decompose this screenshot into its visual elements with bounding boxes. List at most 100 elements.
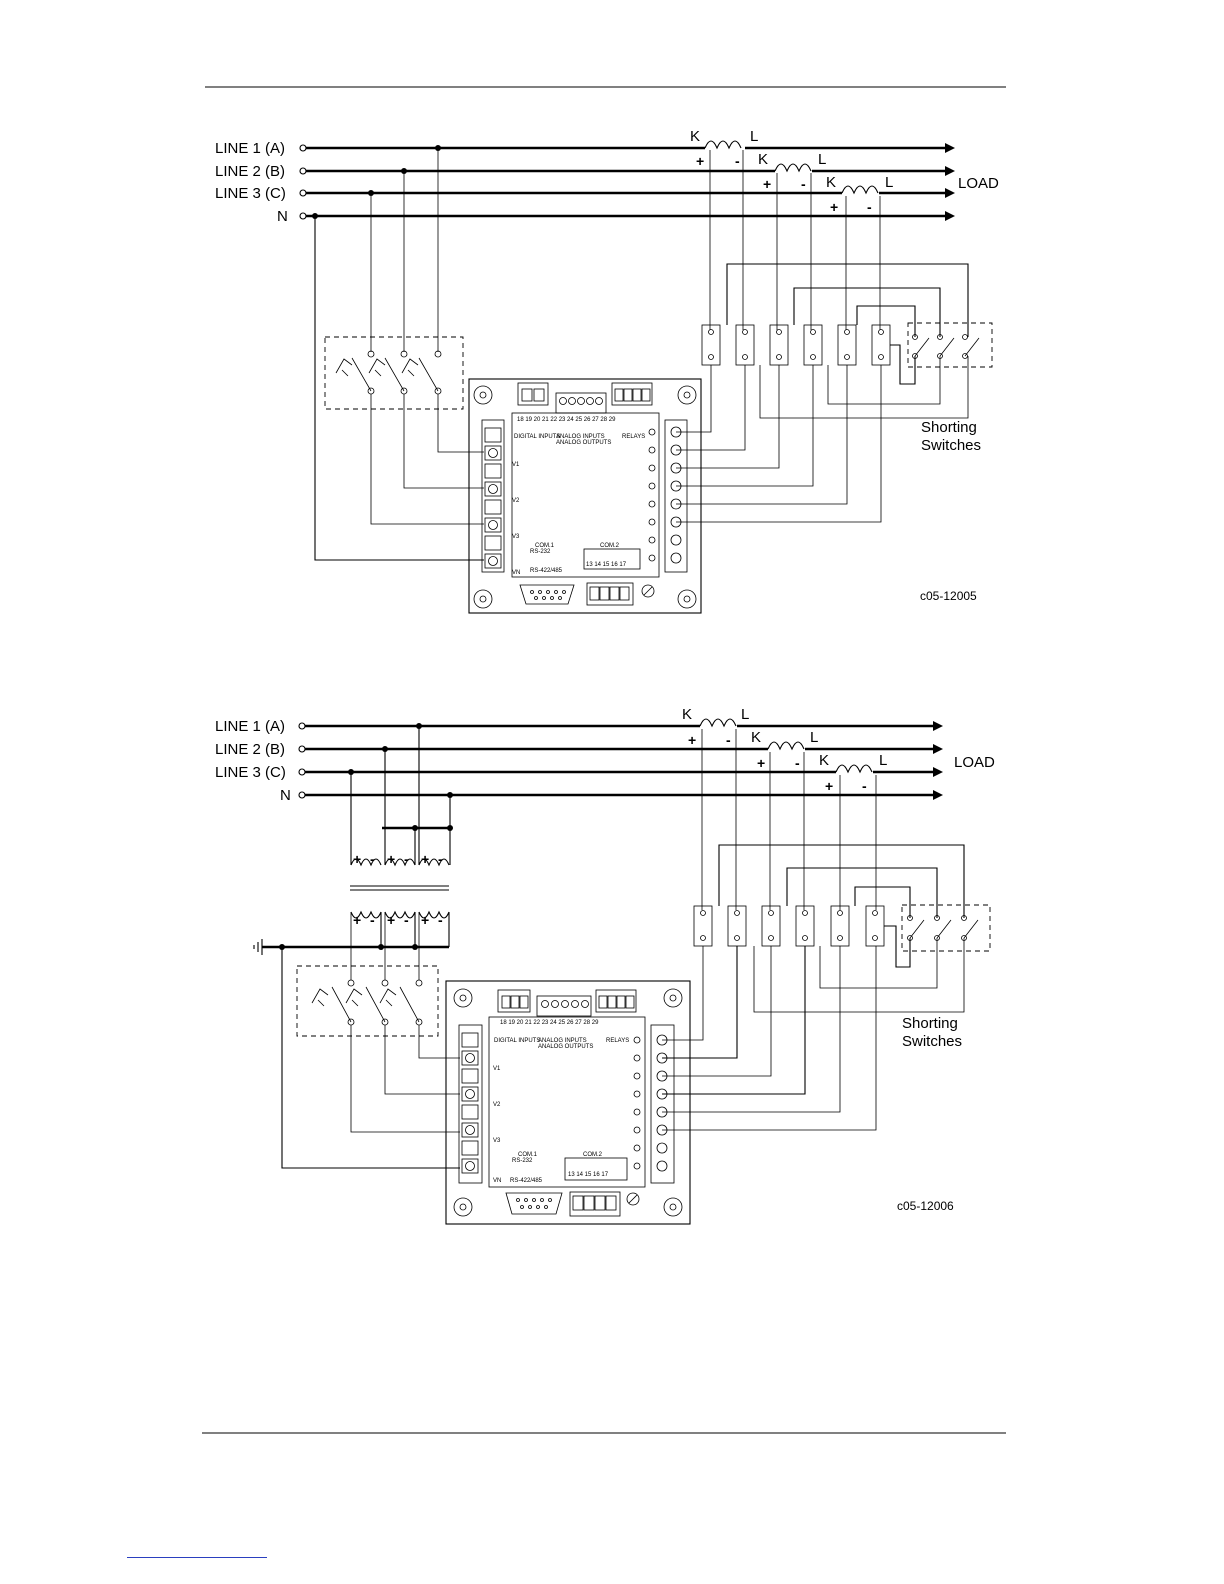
rs232-label: RS-232 xyxy=(530,549,551,555)
line-1-terminal xyxy=(299,144,307,152)
pt-b-secondary-minus: - xyxy=(404,912,409,928)
diagram-four-wire-direct: LINE 1 (A) LINE 2 (B) LINE 3 (C) N LOAD xyxy=(215,128,999,614)
ct-a-plus: + xyxy=(696,153,704,169)
ct-coil-phase-c: K L + - xyxy=(826,174,893,215)
analog-inputs-label: ANALOG INPUTS xyxy=(556,434,605,440)
neutral-terminal xyxy=(299,212,307,220)
neutral-label: N xyxy=(277,208,288,225)
voltage-fuse-disconnect xyxy=(324,336,464,410)
v3-label: V3 xyxy=(512,534,520,540)
potential-transformers: + - + - + - + - + - + - xyxy=(350,851,450,928)
load-label: LOAD xyxy=(958,175,999,192)
pt-a-primary-plus: + xyxy=(353,851,361,867)
digital-inputs-label: DIGITAL INPUTS xyxy=(514,434,560,440)
ct-c-minus: - xyxy=(867,199,872,215)
figure-code: c05-12005 xyxy=(920,589,977,603)
digital-inputs-label-2: DIGITAL INPUTS xyxy=(494,1038,540,1044)
ct2-a-minus: - xyxy=(726,732,731,748)
load-label-2: LOAD xyxy=(954,754,995,771)
v1-label-2: V1 xyxy=(493,1066,501,1072)
rs422-label: RS-422/485 xyxy=(530,568,563,574)
relays-label: RELAYS xyxy=(622,434,645,440)
line-2-terminal xyxy=(299,167,307,175)
line-3-label: LINE 3 (C) xyxy=(215,185,286,202)
figure-code-2: c05-12006 xyxy=(897,1199,954,1213)
ct2-b-plus: + xyxy=(757,755,765,771)
com2-label-2: COM.2 xyxy=(583,1152,603,1158)
com1-label: COM.1 xyxy=(535,543,555,549)
ct-coil-phase-a: K L + - xyxy=(690,128,758,169)
pt-a-secondary-minus: - xyxy=(370,912,375,928)
ct-b-minus: - xyxy=(801,176,806,192)
rs422-label-2: RS-422/485 xyxy=(510,1178,543,1184)
line-2-label-2: LINE 2 (B) xyxy=(215,741,285,758)
analog-inputs-label-2: ANALOG INPUTS xyxy=(538,1038,587,1044)
v2-label-2: V2 xyxy=(493,1102,501,1108)
ct-c-k-label: K xyxy=(826,174,836,191)
pt-c-primary-plus: + xyxy=(421,851,429,867)
com2-terminal-numbers-2: 13 14 15 16 17 xyxy=(568,1172,609,1178)
vn-label: VN xyxy=(512,570,520,576)
pt-a-secondary-plus: + xyxy=(353,912,361,928)
com2-label: COM.2 xyxy=(600,543,620,549)
ct-c-l-label: L xyxy=(885,174,893,191)
ct-b-k-label: K xyxy=(758,151,768,168)
neutral-label-2: N xyxy=(280,787,291,804)
ct-b-plus: + xyxy=(763,176,771,192)
analog-outputs-label-2: ANALOG OUTPUTS xyxy=(538,1044,593,1050)
relays-label-2: RELAYS xyxy=(606,1038,629,1044)
neutral-conductor-2 xyxy=(305,790,943,800)
vn-label-2: VN xyxy=(493,1178,501,1184)
meter-device-2: 18 19 20 21 22 23 24 25 26 27 28 29 DIGI… xyxy=(445,980,691,1225)
line-1-conductor-2 xyxy=(305,721,943,731)
ct2-c-l: L xyxy=(879,752,887,769)
com1-label-2: COM.1 xyxy=(518,1152,538,1158)
pt-b-primary-minus: - xyxy=(404,851,409,867)
com2-terminal-numbers: 13 14 15 16 17 xyxy=(586,562,627,568)
line-1-conductor xyxy=(306,143,955,153)
pt-a-primary-minus: - xyxy=(370,851,375,867)
ct-a-minus: - xyxy=(735,153,740,169)
pt-c-primary-minus: - xyxy=(438,851,443,867)
ct-c-plus: + xyxy=(830,199,838,215)
ct2-b-k: K xyxy=(751,729,761,746)
line-3-conductor-2 xyxy=(305,767,943,777)
ct-coil-phase-b: K L + - xyxy=(758,151,826,192)
line-1-label: LINE 1 (A) xyxy=(215,140,285,157)
shorting-label-line2-2: Switches xyxy=(902,1033,962,1050)
voltage-fuse-disconnect-2 xyxy=(296,965,439,1037)
ct2-a-plus: + xyxy=(688,732,696,748)
pt-c-secondary-plus: + xyxy=(421,912,429,928)
ct2-b-minus: - xyxy=(795,755,800,771)
ct2-c-minus: - xyxy=(862,778,867,794)
ct2-coil-phase-a: K L + - xyxy=(682,706,749,748)
ct2-a-l: L xyxy=(741,706,749,723)
shorting-label-line1-2: Shorting xyxy=(902,1015,958,1032)
v3-label-2: V3 xyxy=(493,1138,501,1144)
ct-shorting-blocks-2 xyxy=(693,905,885,947)
analog-outputs-label: ANALOG OUTPUTS xyxy=(556,440,611,446)
footer-link-underline xyxy=(127,1557,267,1558)
ct2-a-k: K xyxy=(682,706,692,723)
ct-shorting-blocks xyxy=(701,324,891,366)
ct-b-l-label: L xyxy=(818,151,826,168)
neutral-conductor xyxy=(306,211,955,221)
pt-b-primary-plus: + xyxy=(387,851,395,867)
line-2-conductor-2 xyxy=(305,744,943,754)
line-2-label: LINE 2 (B) xyxy=(215,163,285,180)
v2-label: V2 xyxy=(512,498,520,504)
ct2-coil-phase-c: K L + - xyxy=(819,752,887,794)
diagram-pt-connection: LINE 1 (A) LINE 2 (B) LINE 3 (C) N LOAD xyxy=(215,706,995,1225)
top-terminal-numbers: 18 19 20 21 22 23 24 25 26 27 28 29 xyxy=(517,417,616,423)
ct2-b-l: L xyxy=(810,729,818,746)
meter-device: 18 19 20 21 22 23 24 25 26 27 28 29 DIGI… xyxy=(468,378,702,614)
line-2-conductor xyxy=(306,166,955,176)
ct2-c-plus: + xyxy=(825,778,833,794)
line-3-terminal xyxy=(299,189,307,197)
shorting-switches-2 xyxy=(901,904,991,952)
line-3-conductor xyxy=(306,188,955,198)
line-3-label-2: LINE 3 (C) xyxy=(215,764,286,781)
v1-label: V1 xyxy=(512,462,520,468)
ct2-c-k: K xyxy=(819,752,829,769)
